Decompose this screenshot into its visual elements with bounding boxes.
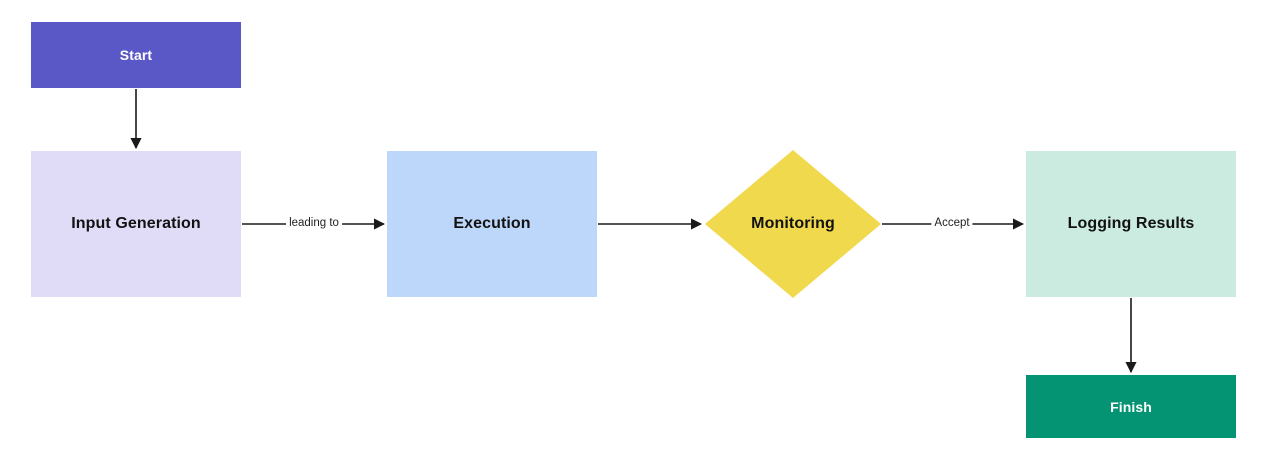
node-finish-label: Finish bbox=[1110, 398, 1152, 415]
node-logging-results[interactable]: Logging Results bbox=[1026, 151, 1236, 297]
node-logging-results-label: Logging Results bbox=[1067, 215, 1195, 232]
node-input-generation[interactable]: Input Generation bbox=[31, 151, 241, 297]
node-finish[interactable]: Finish bbox=[1026, 375, 1236, 438]
edge-label-accept: Accept bbox=[931, 217, 973, 231]
node-start-label: Start bbox=[119, 47, 153, 63]
node-monitoring-decision[interactable]: Monitoring bbox=[705, 150, 881, 298]
node-execution-label: Execution bbox=[453, 215, 531, 232]
node-monitoring-label: Monitoring bbox=[751, 215, 835, 232]
node-execution[interactable]: Execution bbox=[387, 151, 597, 297]
edge-label-leading-to: leading to bbox=[286, 217, 342, 231]
node-input-generation-label: Input Generation bbox=[71, 215, 201, 232]
node-start[interactable]: Start bbox=[31, 22, 241, 88]
